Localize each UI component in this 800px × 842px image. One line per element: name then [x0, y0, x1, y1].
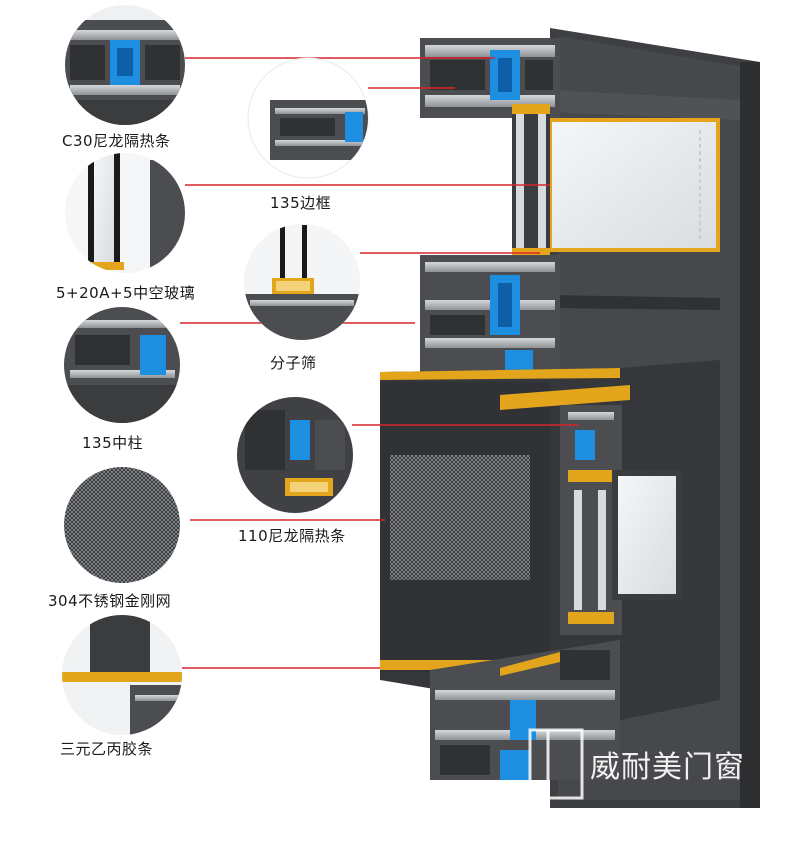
label-hollow-glass: 5+20A+5中空玻璃	[56, 284, 196, 302]
label-mullion-135: 135中柱	[82, 434, 144, 452]
lower-sash	[380, 360, 720, 720]
label-molecular-sieve: 分子筛	[270, 354, 317, 372]
detail-circle-sieve	[244, 224, 360, 340]
label-strip-110: 110尼龙隔热条	[238, 527, 346, 545]
label-c30-strip: C30尼龙隔热条	[62, 132, 171, 150]
label-epdm-strip: 三元乙丙胶条	[60, 740, 154, 758]
detail-circle-c30	[65, 5, 185, 125]
detail-circle-frame	[247, 57, 369, 179]
detail-circle-glass	[65, 153, 185, 273]
casement-section	[560, 405, 682, 635]
top-profile	[420, 38, 560, 118]
bottom-profile	[430, 640, 620, 780]
watermark-text: 威耐美门窗	[590, 750, 745, 785]
label-mesh-304: 304不锈钢金刚网	[48, 592, 172, 610]
glass-unit-section	[512, 104, 550, 262]
detail-circle-epdm	[62, 615, 182, 735]
detail-circle-mesh	[64, 467, 180, 583]
label-frame-135: 135边框	[270, 194, 332, 212]
mullion-profile	[420, 255, 560, 375]
detail-circle-110	[237, 397, 353, 513]
detail-circle-mullion	[64, 307, 180, 423]
leader-lines	[180, 57, 578, 669]
watermark-logo	[528, 728, 584, 800]
upper-glass	[548, 118, 720, 252]
